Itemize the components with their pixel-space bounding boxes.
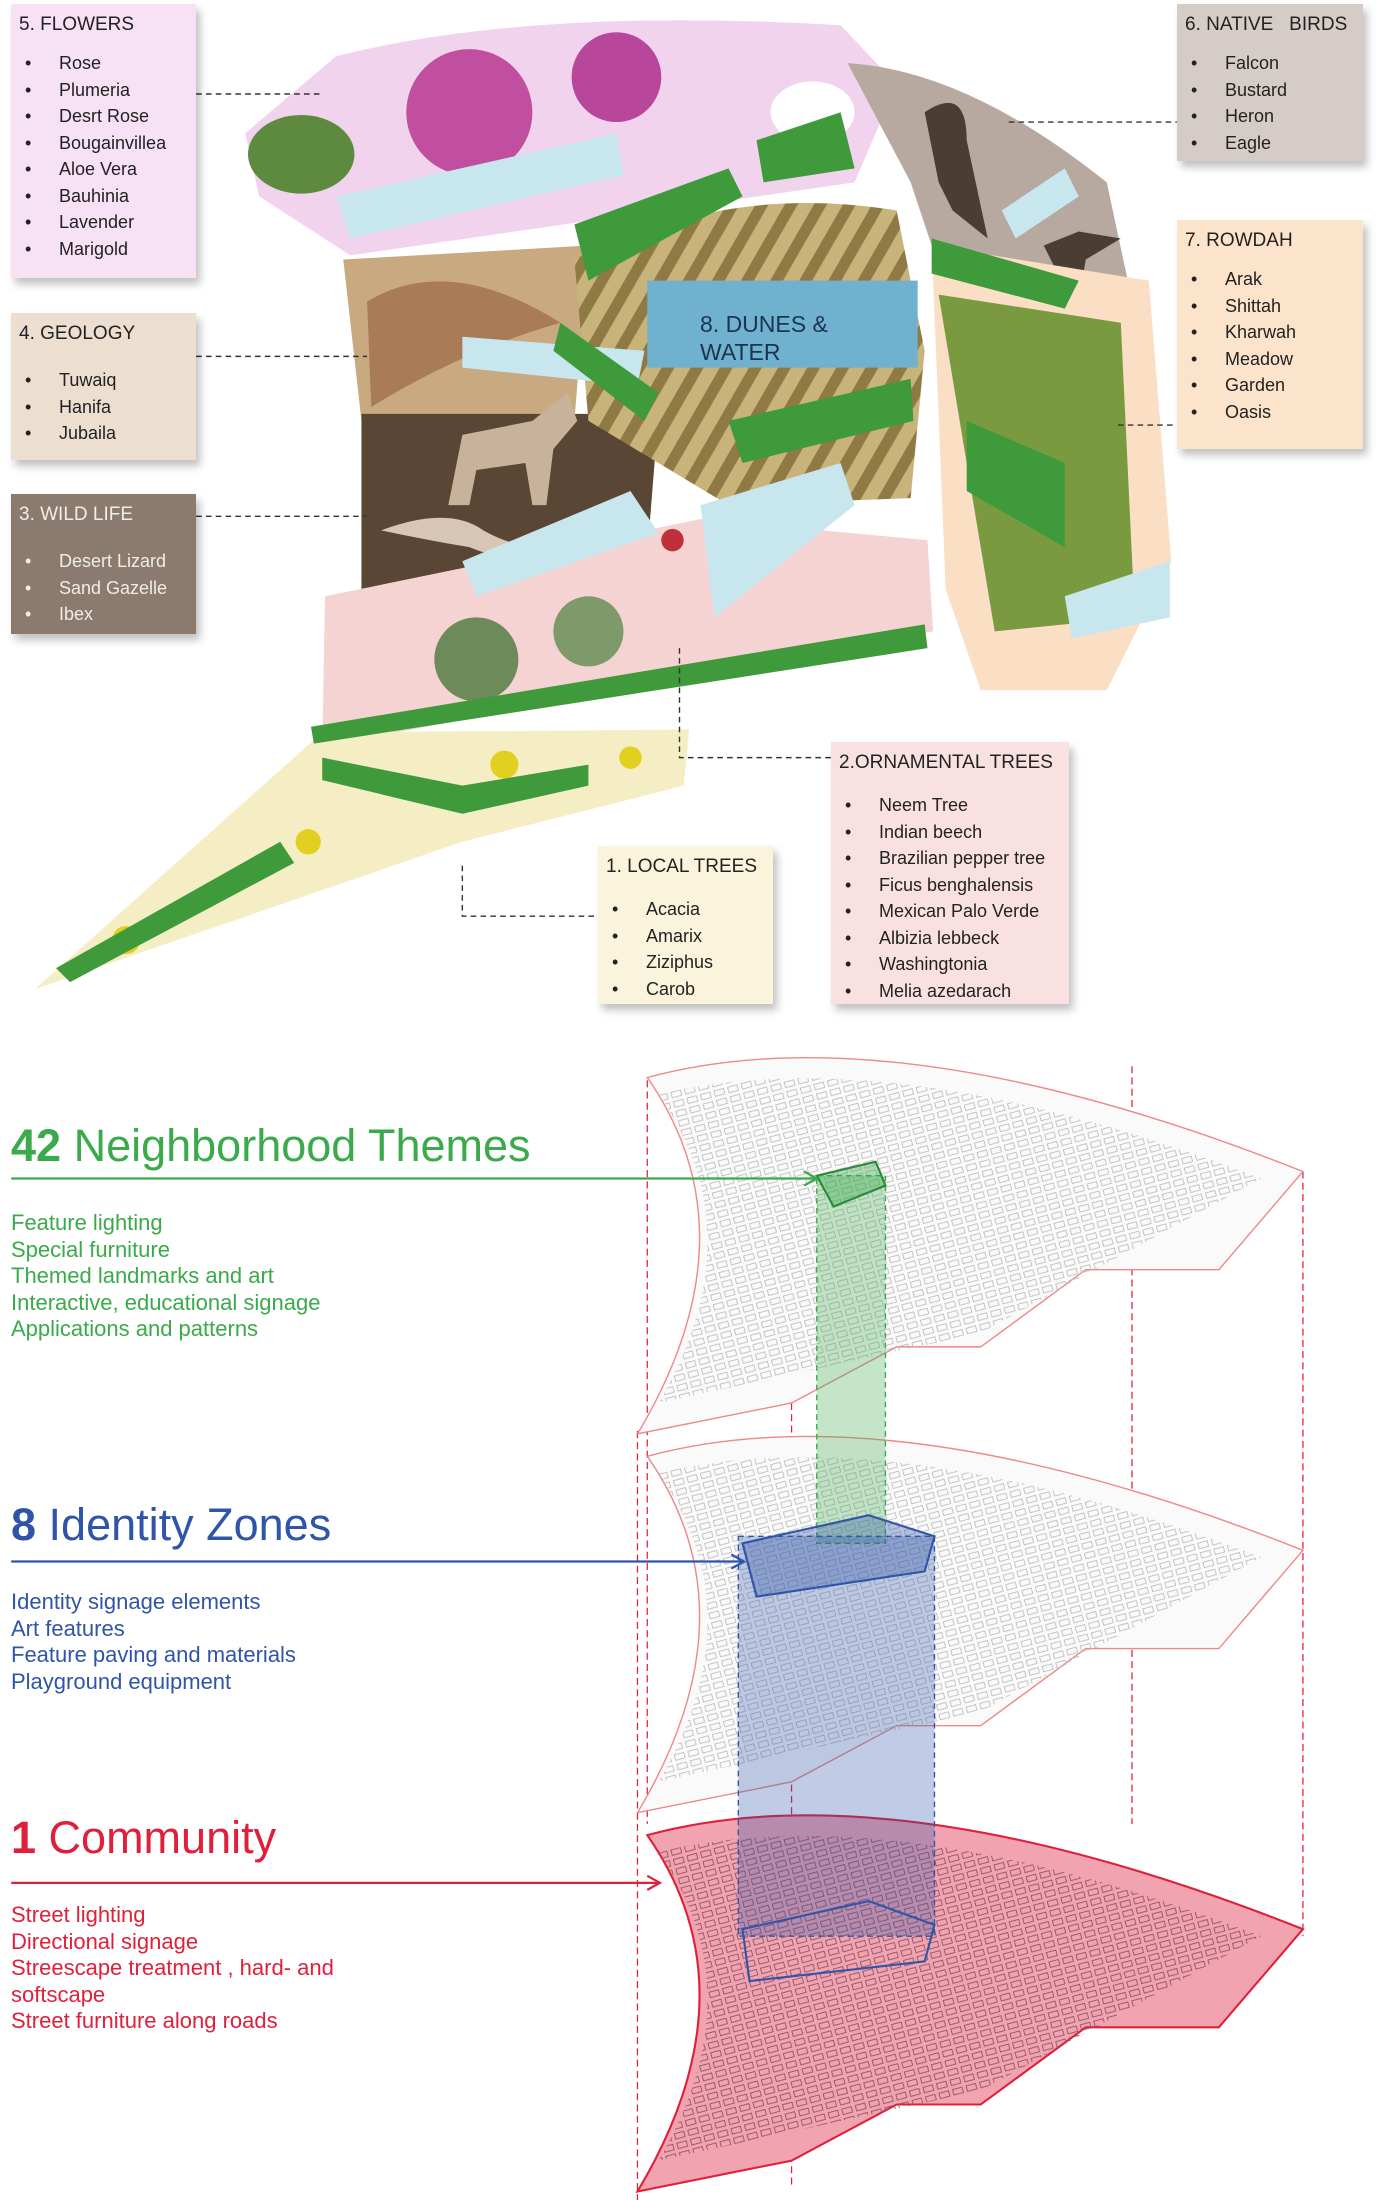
feature-item: Applications and patterns	[11, 1316, 259, 1342]
legend-item: Meadow	[1185, 346, 1363, 373]
community-section: 1 Community Street lighting Directional …	[11, 1812, 334, 2035]
legend-item: Rose	[19, 50, 196, 77]
feature-item: Themed landmarks and art	[11, 1263, 274, 1289]
birds-legend: 6. NATIVE BIRDS Falcon Bustard Heron Eag…	[1177, 4, 1363, 161]
legend-item: Eagle	[1185, 130, 1363, 157]
falcon-silhouette	[924, 102, 988, 239]
legend-item: Aloe Vera	[19, 156, 196, 183]
legend-item: Desert Lizard	[19, 548, 196, 575]
legend-item: Ficus benghalensis	[839, 872, 1069, 899]
legend-item: Ziziphus	[606, 949, 773, 976]
section-title-text: Neighborhood Themes	[73, 1120, 531, 1171]
feature-item: softscape	[11, 1981, 106, 2007]
ibex-silhouette	[448, 392, 578, 506]
feature-item: Streescape treatment , hard- and	[11, 1955, 334, 1981]
section-title: 1 Community	[11, 1812, 334, 1864]
section-number: 42	[11, 1120, 62, 1171]
legend-title: 3. WILD LIFE	[19, 504, 134, 525]
dunes-water-label: 8. DUNES & WATER	[700, 310, 828, 366]
legend-item: Brazilian pepper tree	[839, 845, 1069, 872]
feature-item: Playground equipment	[11, 1668, 232, 1694]
legend-item: Kharwah	[1185, 319, 1363, 346]
feature-item: Feature paving and materials	[11, 1642, 296, 1668]
legend-item: Heron	[1185, 103, 1363, 130]
legend-item: Neem Tree	[839, 792, 1069, 819]
legend-item: Amarix	[606, 923, 773, 950]
legend-item: Albizia lebbeck	[839, 925, 1069, 952]
legend-title: 2.ORNAMENTAL TREES	[839, 752, 1053, 773]
legend-item: Bauhinia	[19, 183, 196, 210]
neighborhood-highlight	[815, 1160, 887, 1208]
legend-item: Jubaila	[19, 420, 196, 447]
feature-item: Street lighting	[11, 1902, 146, 1927]
identity-zones-section: 8 Identity Zones Identity signage elemen…	[11, 1499, 331, 1695]
collage-map	[35, 20, 1172, 990]
layered-maps	[635, 1056, 1305, 2200]
green-corridors	[56, 112, 1079, 983]
eagle-silhouette	[1043, 231, 1121, 302]
section-number: 8	[11, 1499, 37, 1550]
birds-zone	[847, 63, 1128, 281]
wildlife-legend: 3. WILD LIFE Desert Lizard Sand Gazelle …	[11, 494, 196, 634]
legend-item: Garden	[1185, 372, 1363, 399]
legend-item: Shittah	[1185, 293, 1363, 320]
legend-item: Acacia	[606, 896, 773, 923]
ornamental-trees-legend: 2.ORNAMENTAL TREES Neem Tree Indian beec…	[831, 742, 1069, 1004]
feature-item: Special furniture	[11, 1236, 170, 1262]
identity-highlight	[741, 1514, 936, 1598]
legend-item: Marigold	[19, 236, 196, 263]
legend-item: Oasis	[1185, 399, 1363, 426]
legend-item: Desrt Rose	[19, 103, 196, 130]
legend-item: Arak	[1185, 266, 1363, 293]
legend-item: Washingtonia	[839, 951, 1069, 978]
legend-title: 1. LOCAL TREES	[606, 856, 758, 877]
map-layer-community	[635, 1814, 1305, 2193]
legend-item: Hanifa	[19, 394, 196, 421]
legend-item: Lavender	[19, 209, 196, 236]
feature-item: Art features	[11, 1615, 125, 1641]
feature-item: Interactive, educational signage	[11, 1289, 321, 1315]
feature-item: Street furniture along roads	[11, 2008, 278, 2034]
section-title: 8 Identity Zones	[11, 1499, 331, 1551]
map-layer-identity	[636, 1435, 1305, 1814]
section-title-text: Identity Zones	[48, 1499, 332, 1550]
local-trees-legend: 1. LOCAL TREES Acacia Amarix Ziziphus Ca…	[598, 846, 773, 1004]
dunes-label-line: WATER	[700, 339, 781, 365]
dunes-label-line: 8. DUNES &	[700, 311, 828, 337]
geology-legend: 4. GEOLOGY Tuwaiq Hanifa Jubaila	[11, 313, 196, 460]
neighborhood-column	[816, 1175, 887, 1545]
section-title: 42 Neighborhood Themes	[11, 1120, 531, 1172]
legend-item: Bougainvillea	[19, 130, 196, 157]
rowdah-legend: 7. ROWDAH Arak Shittah Kharwah Meadow Ga…	[1177, 220, 1363, 449]
legend-item: Carob	[606, 976, 773, 1003]
legend-item: Plumeria	[19, 77, 196, 104]
feature-item: Identity signage elements	[11, 1589, 261, 1614]
legend-item: Falcon	[1185, 50, 1363, 77]
legend-title: 4. GEOLOGY	[19, 323, 136, 344]
flowers-legend: 5. FLOWERS Rose Plumeria Desrt Rose Boug…	[11, 4, 196, 278]
legend-item: Bustard	[1185, 77, 1363, 104]
feature-item: Feature lighting	[11, 1210, 163, 1235]
neighborhood-themes-section: 42 Neighborhood Themes Feature lighting …	[11, 1120, 531, 1343]
section-number: 1	[11, 1812, 37, 1863]
dunes-water-label-bg	[647, 280, 918, 368]
legend-title: 5. FLOWERS	[19, 14, 135, 35]
map-layer-neighborhood	[636, 1056, 1305, 1435]
legend-item: Tuwaiq	[19, 367, 196, 394]
legend-title: 6. NATIVE BIRDS	[1185, 14, 1348, 35]
identity-column	[737, 1535, 936, 1937]
legend-item: Indian beech	[839, 819, 1069, 846]
flower-image	[406, 49, 533, 176]
legend-title: 7. ROWDAH	[1185, 230, 1293, 251]
legend-item: Sand Gazelle	[19, 575, 196, 602]
flower-image	[571, 32, 662, 123]
section-title-text: Community	[48, 1812, 277, 1863]
feature-item: Directional signage	[11, 1928, 199, 1954]
legend-item: Ibex	[19, 601, 196, 628]
legend-item: Mexican Palo Verde	[839, 898, 1069, 925]
legend-item: Melia azedarach	[839, 978, 1069, 1005]
theme-arrows	[11, 1170, 820, 1891]
